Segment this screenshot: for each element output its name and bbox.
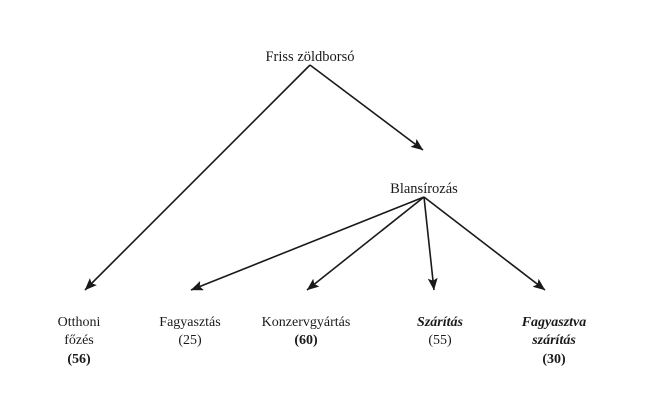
leaf-fagyasztva-szaritas: Fagyasztva szárítás (30) — [522, 314, 587, 369]
leaf-value: (30) — [542, 351, 566, 367]
leaf-value: (25) — [178, 333, 202, 349]
leaf-value: (55) — [428, 333, 452, 349]
blansirozas-to-szaritas-arrow — [423, 196, 438, 291]
leaf-szaritas: Szárítás (55) — [417, 314, 463, 351]
node-blansirozas: Blansírozás — [390, 180, 458, 199]
leaf-fagyasztas: Fagyasztás (25) — [159, 314, 220, 351]
leaf-label-line1: Fagyasztás — [159, 315, 221, 330]
leaf-konzervgyartas: Konzervgyártás (60) — [262, 314, 351, 351]
leaf-label-line1: Konzervgyártás — [261, 315, 351, 330]
root-to-otthoni-fozes-arrow — [84, 64, 311, 291]
leaf-label-line1: Fagyasztva — [521, 315, 587, 330]
node-root: Friss zöldborsó — [265, 48, 354, 67]
leaf-otthoni-fozes: Otthoni főzés (56) — [58, 314, 101, 369]
leaf-label-line2: főzés — [64, 333, 94, 349]
leaf-label-line1: Otthoni — [57, 315, 101, 330]
root-to-blansirozas-arrow — [309, 64, 424, 151]
node-root-label: Friss zöldborsó — [265, 49, 355, 65]
leaf-label-line2: szárítás — [532, 333, 576, 349]
leaf-label-line1: Szárítás — [417, 315, 463, 330]
blansirozas-to-fagyasztva-szaritas-arrow — [423, 196, 546, 291]
node-blansirozas-label: Blansírozás — [390, 181, 458, 197]
blansirozas-to-konzervgyartas-arrow — [306, 196, 425, 291]
blansirozas-to-fagyasztas-arrow — [190, 196, 425, 291]
leaf-value: (56) — [67, 351, 91, 367]
leaf-value: (60) — [294, 333, 318, 349]
